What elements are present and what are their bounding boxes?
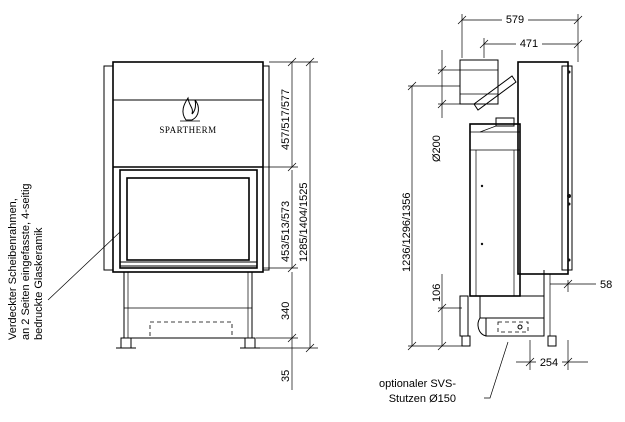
- right-rail: [262, 65, 270, 271]
- left-rail: [103, 65, 114, 271]
- note-leader-line: [47, 231, 121, 301]
- ash-pan: [149, 321, 233, 339]
- glass-note-line-2: an 2 Seiten eingefasste, 4-seitig: [20, 183, 32, 340]
- side-cladding: [517, 61, 569, 275]
- svs-note-line-2: Stutzen Ø150: [389, 393, 456, 405]
- dim-base-segment: 340: [280, 302, 292, 320]
- damper-plate: [473, 75, 517, 111]
- flue-collar: [459, 59, 499, 105]
- glass-note-line-3: bedruckte Glaskeramik: [33, 227, 45, 340]
- front-view: SPARTHERM 457/517/577 453/513/573 340 12…: [7, 57, 318, 390]
- svs-leader-line: [484, 341, 509, 399]
- dim-glass-segment: 453/513/573: [280, 201, 292, 262]
- dim-offset-right: 58: [600, 279, 612, 291]
- dim-foot: 35: [280, 370, 292, 382]
- glass-note: Verdeckter Scheibenrahmen, an 2 Seiten e…: [7, 183, 45, 340]
- dim-top-segment: 457/517/577: [280, 89, 292, 150]
- flame-icon: [180, 96, 200, 122]
- glass-panel: [126, 177, 250, 261]
- front-dimensions: [256, 57, 318, 390]
- dim-overall-height: 1236/1296/1356: [401, 192, 413, 272]
- side-view: 579 471 Ø200: [379, 12, 612, 405]
- svs-note-line-1: optionaler SVS-: [379, 378, 456, 390]
- base-frame: [123, 271, 253, 339]
- dim-bottom-width: 254: [540, 357, 558, 369]
- brand-logo-text: SPARTHERM: [159, 125, 216, 135]
- door-frame: [119, 169, 258, 269]
- right-foot: [244, 337, 256, 349]
- dim-overall: 1285/1404/1525: [298, 182, 310, 262]
- dim-lower-height: 106: [431, 284, 443, 302]
- dim-579: 579: [506, 14, 524, 26]
- glass-note-line-1: Verdeckter Scheibenrahmen,: [7, 198, 19, 340]
- dim-471: 471: [520, 38, 538, 50]
- left-foot: [120, 337, 132, 349]
- dim-pipe-diameter: Ø200: [431, 135, 443, 162]
